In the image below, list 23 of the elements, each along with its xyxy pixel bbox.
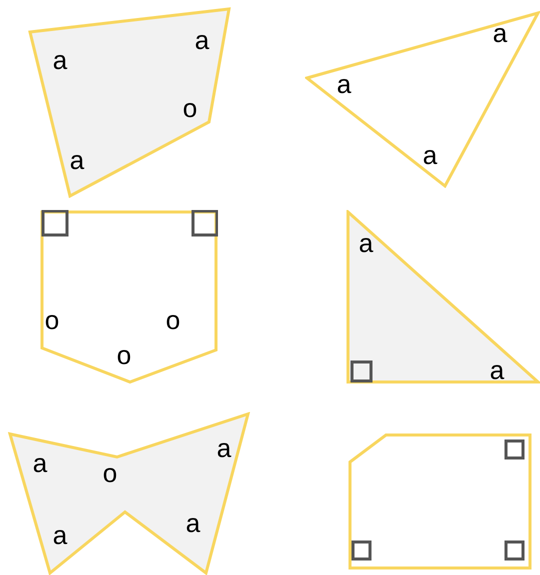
angle-label: a [358,230,374,256]
angle-label: a [32,450,48,476]
polygon-shape [28,7,231,198]
angle-label: a [492,20,508,46]
angle-label: a [52,522,68,548]
angle-label: o [102,460,118,486]
angle-label: o [44,307,60,333]
angle-label: o [116,342,132,368]
polygon-shape [346,210,540,384]
angle-label: o [166,307,180,333]
angle-label: a [422,142,438,168]
box-shape [348,433,532,570]
angle-label: a [70,147,84,173]
polygon-shape [8,412,250,575]
angle-label: a [490,357,504,383]
angle-label: a [216,435,232,461]
angle-label: o [182,95,198,121]
angle-label: a [194,27,210,53]
angle-label: a [52,47,68,73]
angle-label: a [336,71,352,97]
polygon-shape [40,210,218,384]
angle-label: a [186,510,200,536]
polygon-shape [305,11,540,188]
